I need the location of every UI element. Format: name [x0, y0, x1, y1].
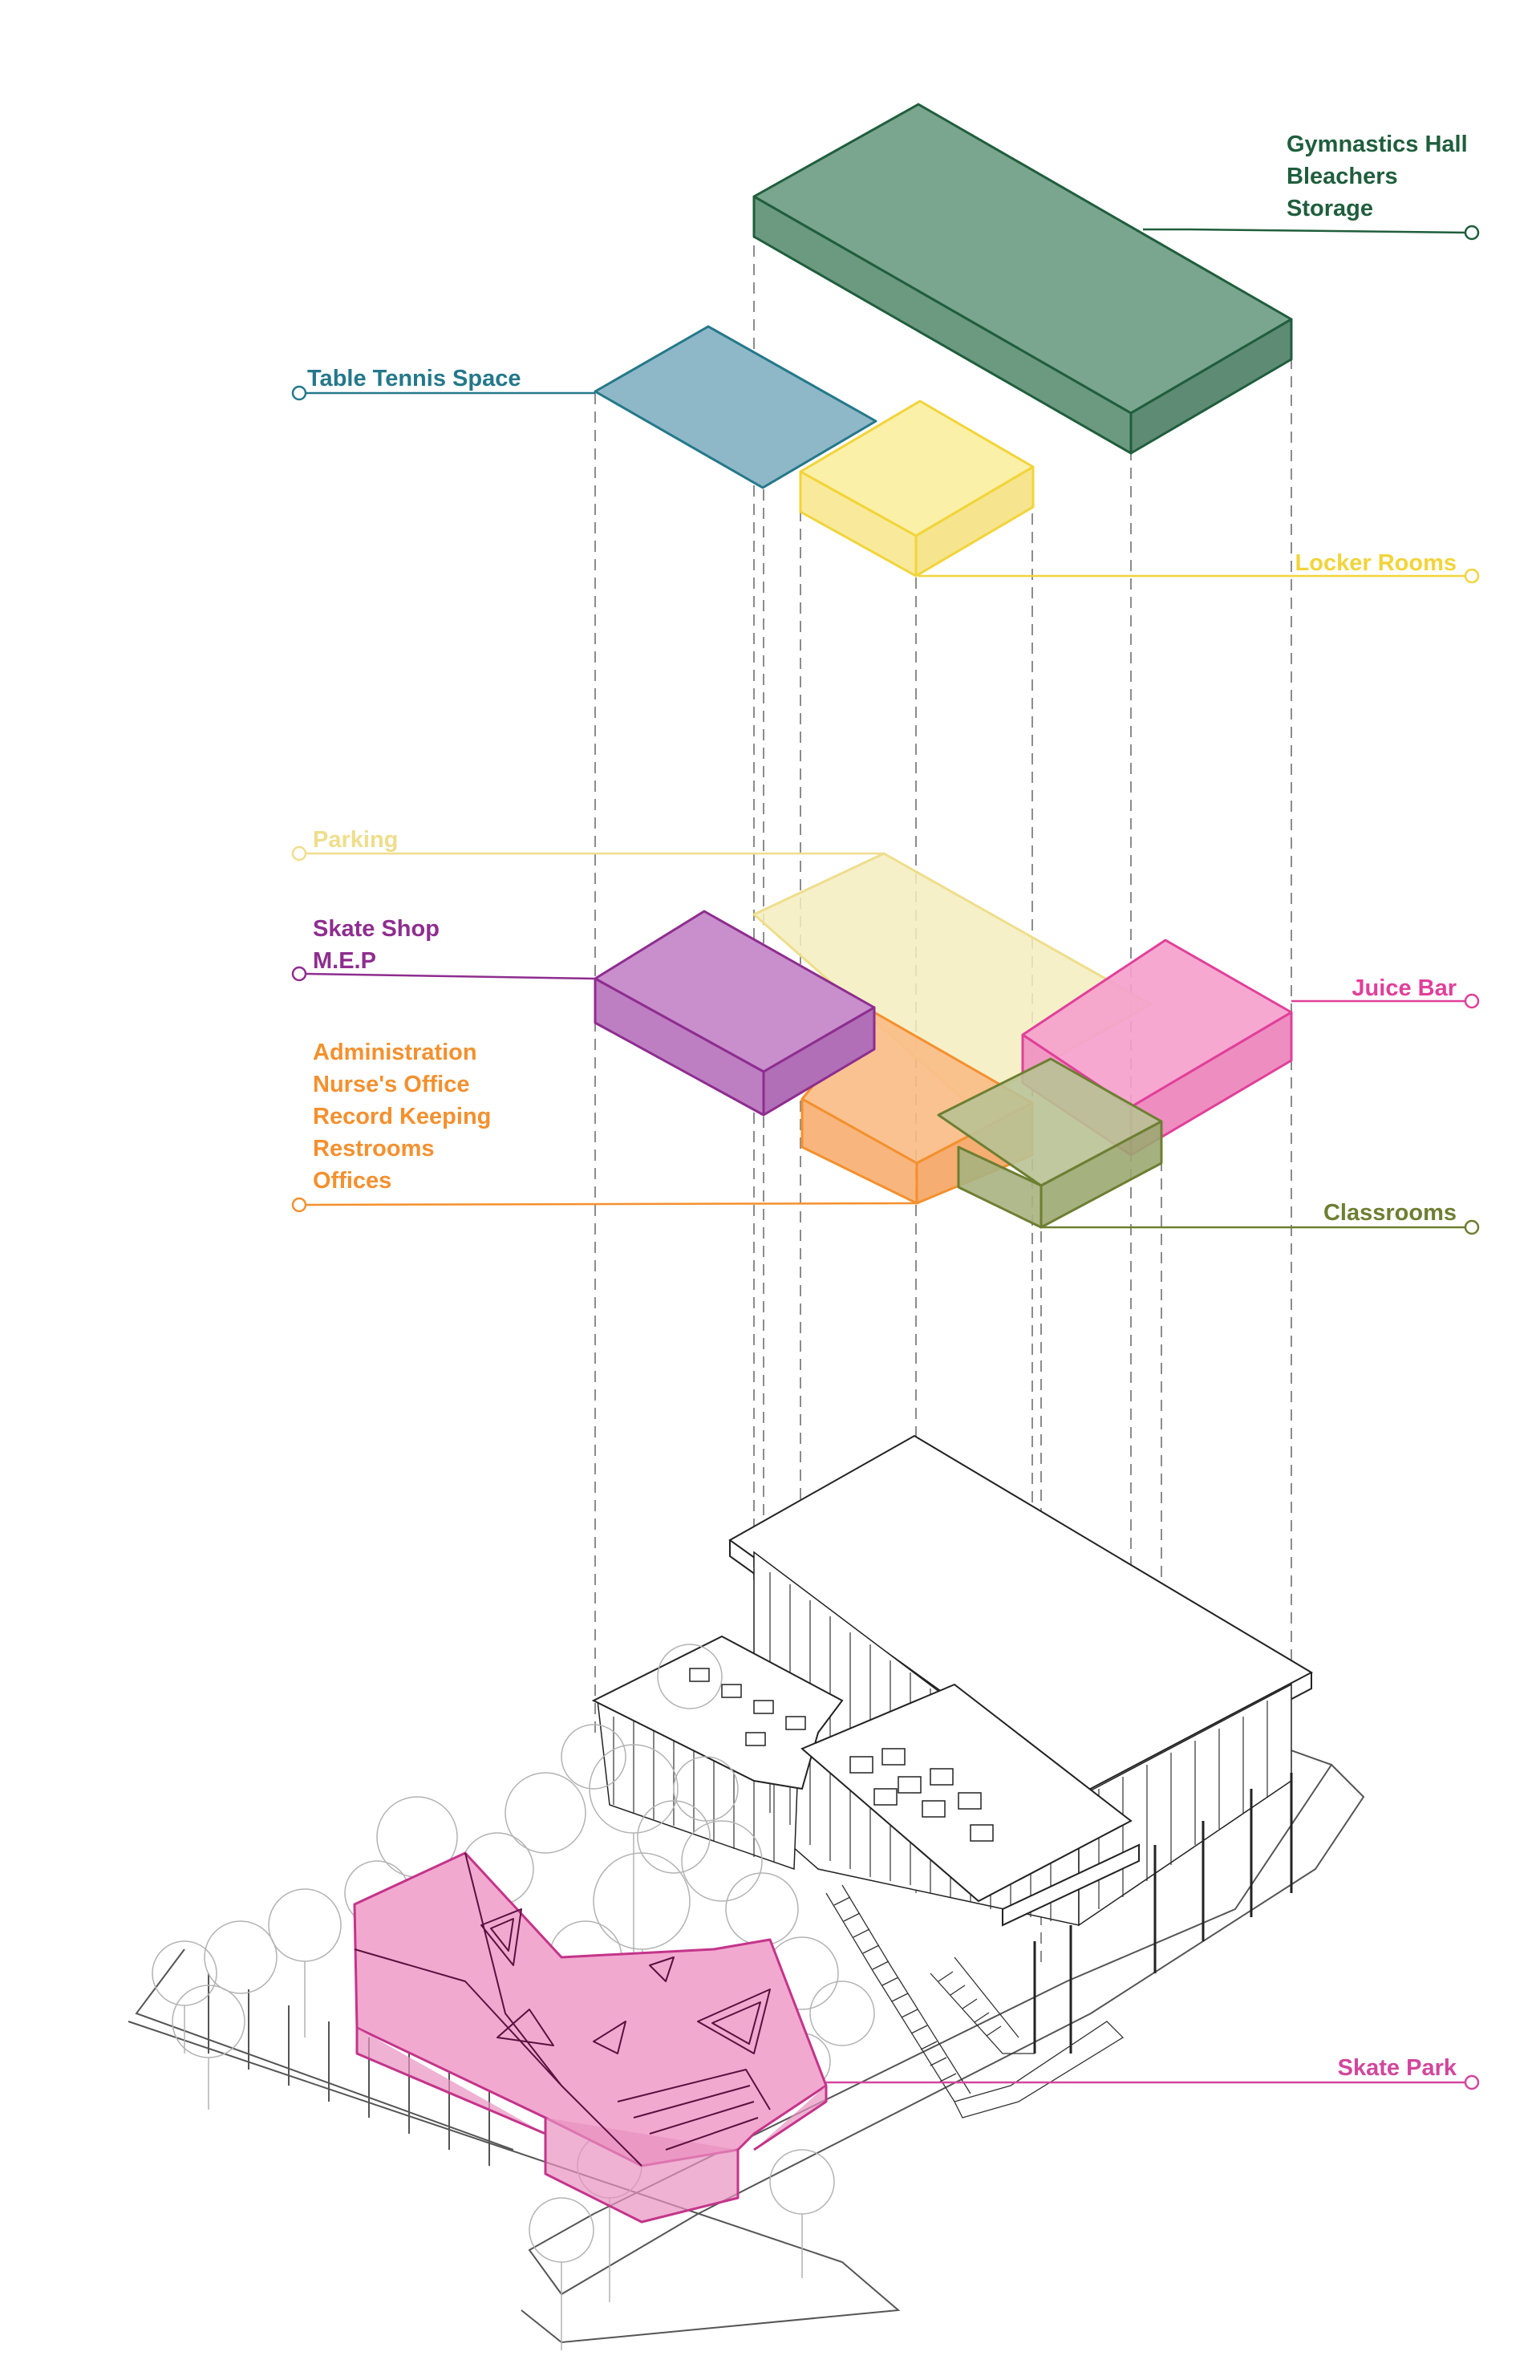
label-gymnastics-hall: Gymnastics Hall Bleachers Storage — [1287, 128, 1468, 225]
building-base-drawing — [128, 1434, 1365, 2350]
label-line: Storage — [1287, 196, 1373, 221]
leader-gymnastics — [1143, 225, 1480, 241]
columns — [1033, 1773, 1293, 2054]
rooftop-equipment — [689, 1668, 994, 1842]
label-line: Parking — [313, 827, 399, 853]
block-locker-rooms — [799, 399, 1035, 578]
leader-lines — [291, 225, 1480, 2090]
leader-classrooms — [1041, 1219, 1480, 1235]
label-line: Juice Bar — [1352, 975, 1457, 1001]
label-line: Skate Park — [1337, 2055, 1457, 2081]
label-line: Restrooms — [313, 1136, 435, 1162]
leader-skate-shop — [291, 966, 596, 982]
label-line: Skate Shop — [313, 916, 440, 942]
label-line: Locker Rooms — [1295, 550, 1457, 576]
block-gymnastics-hall — [752, 103, 1293, 455]
label-administration: Administration Nurse's Office Record Kee… — [313, 1036, 491, 1197]
leader-juice — [1291, 993, 1480, 1009]
label-parking: Parking — [313, 824, 398, 856]
block-skate-shop — [594, 910, 876, 1117]
label-line: M.E.P — [313, 948, 376, 974]
leader-locker — [918, 568, 1480, 584]
label-skate-shop: Skate Shop M.E.P — [313, 913, 440, 977]
leader-table-tennis — [291, 385, 595, 401]
label-locker-rooms: Locker Rooms — [1295, 547, 1457, 579]
label-classrooms: Classrooms — [1323, 1197, 1457, 1229]
block-table-tennis — [594, 325, 877, 489]
label-juice-bar: Juice Bar — [1352, 972, 1457, 1004]
skate-park-volume — [353, 1851, 828, 2224]
leader-admin — [291, 1197, 918, 1213]
label-line: Record Keeping — [313, 1104, 492, 1129]
leader-skate-park — [826, 2074, 1480, 2090]
stairs — [825, 1884, 1125, 2118]
label-line: Nurse's Office — [313, 1072, 470, 1097]
label-line: Administration — [313, 1040, 477, 1065]
label-line: Offices — [313, 1168, 392, 1194]
label-line: Bleachers — [1287, 164, 1398, 189]
skate-park-shape — [353, 1851, 828, 2167]
leader-parking — [291, 845, 884, 862]
label-line: Gymnastics Hall — [1287, 132, 1468, 157]
label-table-tennis: Table Tennis Space — [307, 363, 521, 395]
block-classrooms — [937, 1057, 1163, 1229]
label-line: Table Tennis Space — [307, 366, 521, 391]
label-line: Classrooms — [1323, 1200, 1457, 1226]
label-skate-park: Skate Park — [1338, 2052, 1457, 2084]
